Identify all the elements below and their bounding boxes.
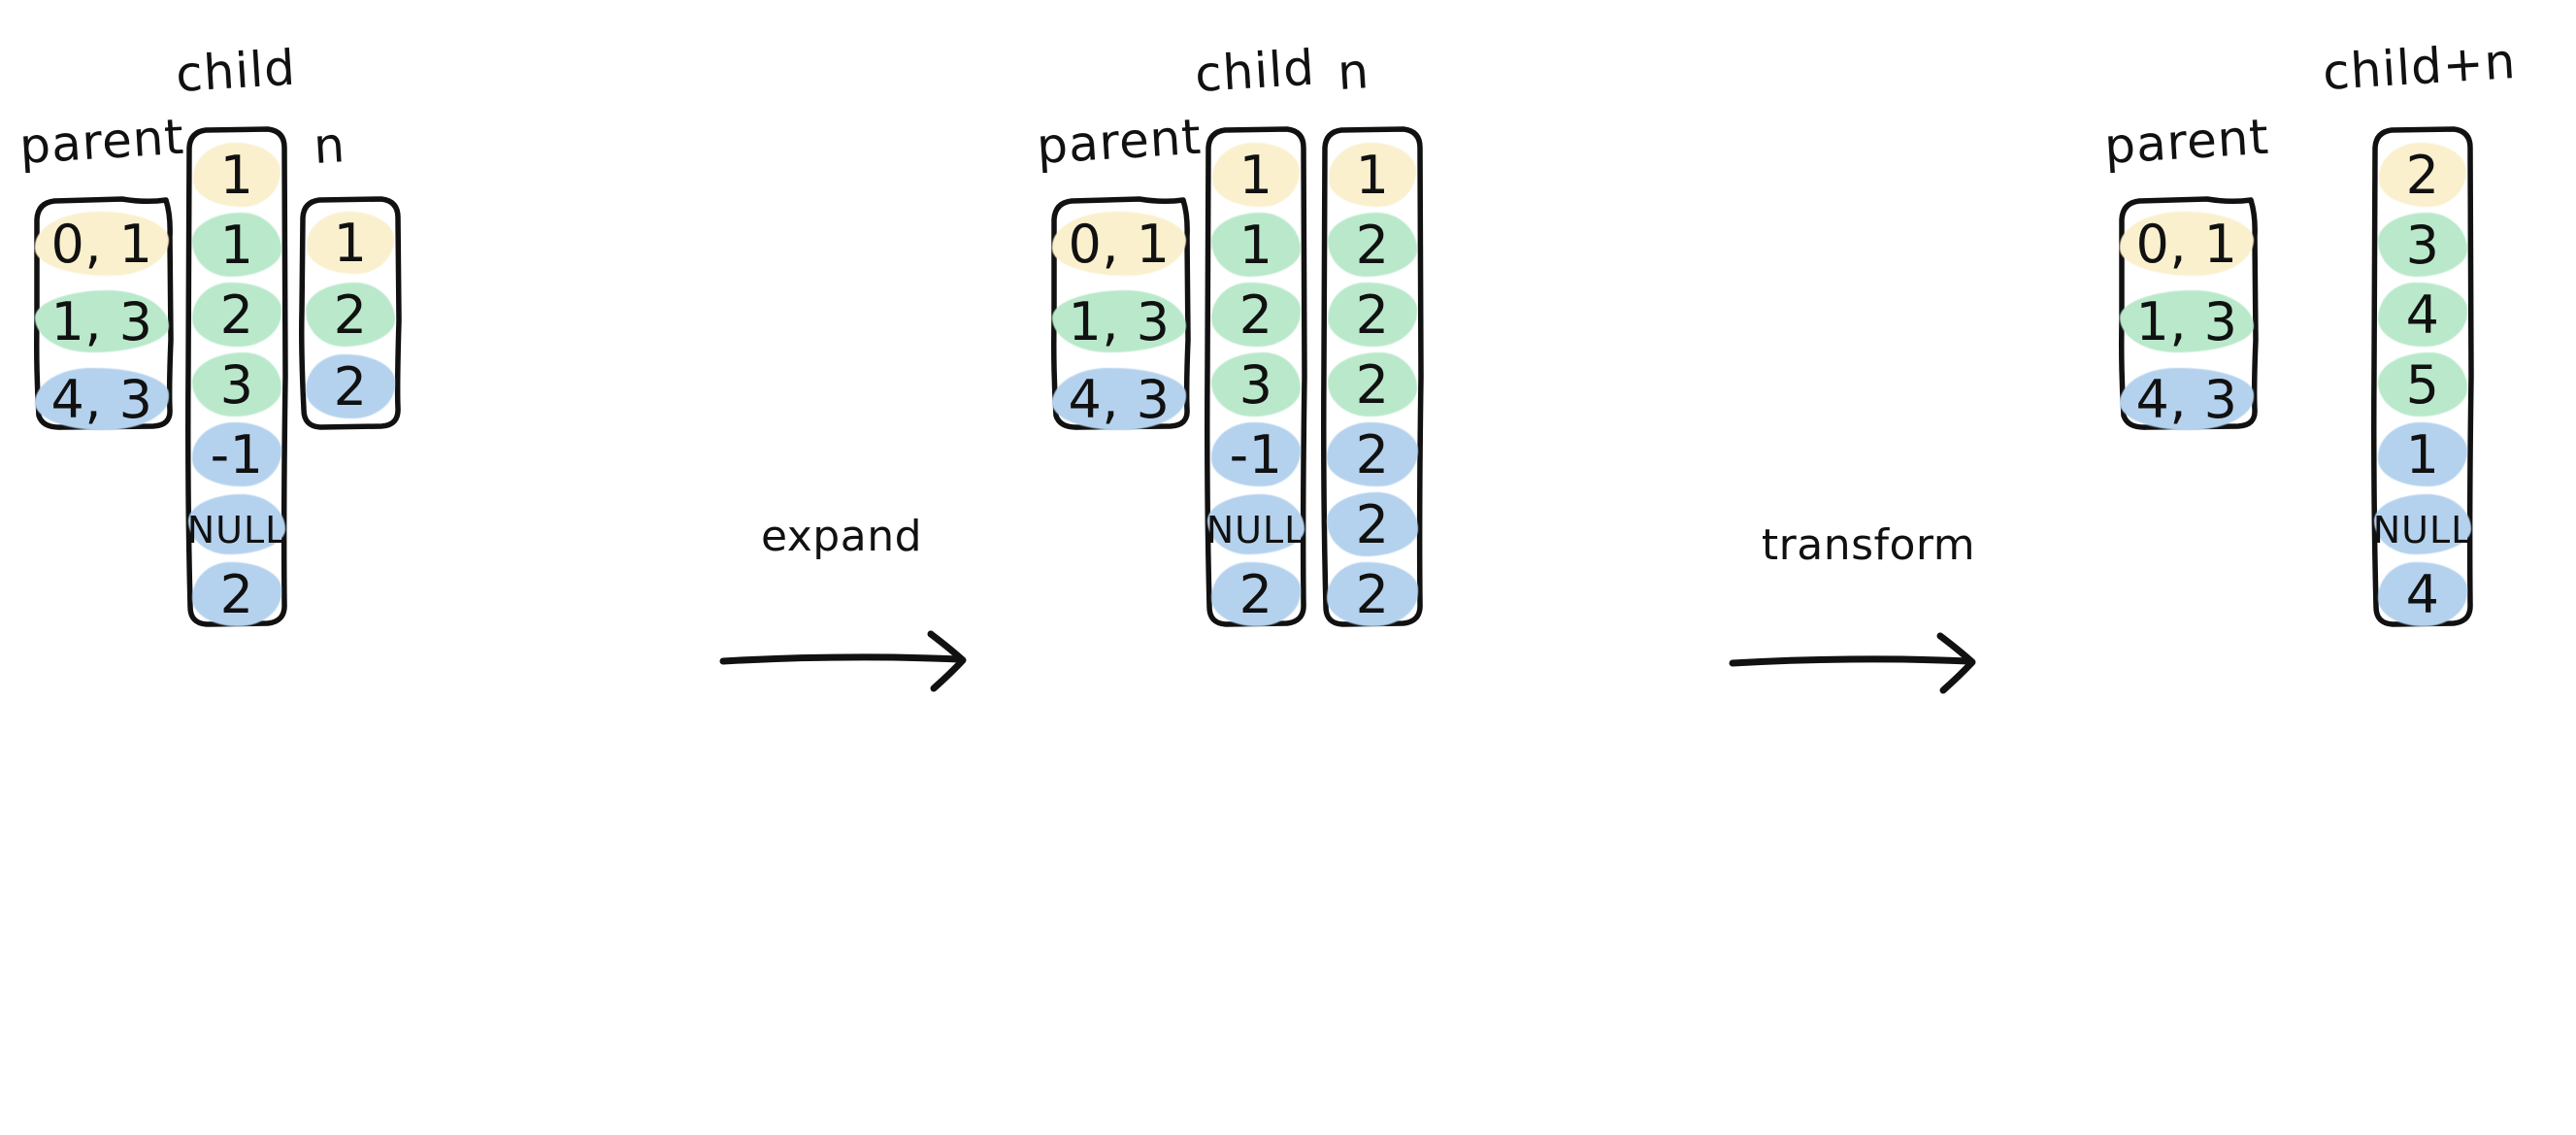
cell: 2	[1326, 282, 1419, 348]
cell: 1	[1326, 142, 1419, 208]
cell: 0, 1	[33, 210, 171, 278]
cells-parent-2: 0, 1 1, 3 4, 3	[1046, 210, 1192, 433]
cell: 4, 3	[1050, 365, 1188, 433]
column-parent-1: parent 0, 1 1, 3	[17, 109, 186, 433]
column-label-n-1: n	[312, 117, 347, 175]
cell: 1	[190, 142, 283, 208]
cell: 4	[2376, 282, 2469, 348]
column-label-parent-3: parent	[2102, 108, 2271, 175]
cell: 2	[190, 561, 283, 627]
cell: 5	[2376, 351, 2469, 417]
cell: 2	[1326, 421, 1419, 487]
cell: -1	[190, 421, 283, 487]
cell: 2	[2376, 142, 2469, 208]
cell: 2	[1326, 491, 1419, 557]
column-label-child-1: child	[174, 39, 298, 103]
cell: 2	[1326, 351, 1419, 417]
cell: Null	[2372, 493, 2473, 555]
cell: Null	[1205, 493, 1306, 555]
cell: -1	[1209, 421, 1303, 487]
cells-child-1: 1 1 2 3 -1	[182, 142, 291, 627]
column-child-plus-n-3: child+n 2 3	[2321, 33, 2518, 632]
cells-child-2: 1 1 2 3 -1	[1202, 142, 1310, 627]
cell: Null	[186, 493, 287, 555]
column-child-1: child 1 1	[174, 40, 297, 632]
cell: 1, 3	[33, 287, 171, 355]
cell: 2	[190, 282, 283, 348]
cell: 1, 3	[2118, 287, 2256, 355]
cell: 4, 3	[2118, 365, 2256, 433]
transition-label-transform: transform	[1746, 498, 1991, 591]
column-label-child-2: child	[1193, 39, 1317, 103]
cell: 2	[1326, 212, 1419, 278]
cell: 2	[1326, 561, 1419, 627]
arrow-expand-icon	[718, 624, 980, 692]
cells-n-2: 1 2 2 2 2	[1318, 142, 1427, 627]
cell: 1	[190, 212, 283, 278]
cell: 2	[1209, 282, 1303, 348]
column-parent-3: parent 0, 1 1, 3	[2102, 109, 2271, 433]
cell: 3	[190, 351, 283, 417]
cell: 4	[2376, 561, 2469, 627]
cell: 1, 3	[1050, 287, 1188, 355]
cell: 1	[1209, 212, 1303, 278]
cells-parent-3: 0, 1 1, 3 4, 3	[2114, 210, 2260, 433]
column-label-n-2: n	[1336, 43, 1371, 101]
cell: 3	[2376, 212, 2469, 278]
column-n-2: n 1 2 2	[1318, 43, 1427, 632]
cells-child-plus-n-3: 2 3 4 5 1	[2368, 142, 2477, 627]
transition-transform: transform	[1729, 498, 2033, 704]
cell: 2	[1209, 561, 1303, 627]
column-label-parent-2: parent	[1035, 108, 1204, 175]
transition-expand: expand	[719, 489, 995, 694]
cell: 4, 3	[33, 365, 171, 433]
cell: 1	[304, 210, 397, 276]
cells-parent-1: 0, 1 1, 3 4, 3	[29, 210, 175, 433]
column-label-parent-1: parent	[17, 108, 186, 175]
cell: 1	[1209, 142, 1303, 208]
cell: 0, 1	[1050, 210, 1188, 278]
column-parent-2: parent 0, 1 1, 3	[1035, 109, 1204, 433]
cell: 1	[2376, 421, 2469, 487]
column-n-1: n 1 2 2	[296, 117, 405, 432]
transition-label-expand: expand	[741, 489, 942, 583]
cell: 0, 1	[2118, 210, 2256, 278]
cells-n-1: 1 2 2	[296, 210, 405, 419]
cell: 2	[304, 282, 397, 348]
column-child-2: child 1 1	[1193, 40, 1316, 632]
cell: 3	[1209, 351, 1303, 417]
column-label-child-plus-n-3: child+n	[2321, 32, 2518, 101]
cell: 2	[304, 353, 397, 419]
arrow-transform-icon	[1728, 626, 1990, 694]
